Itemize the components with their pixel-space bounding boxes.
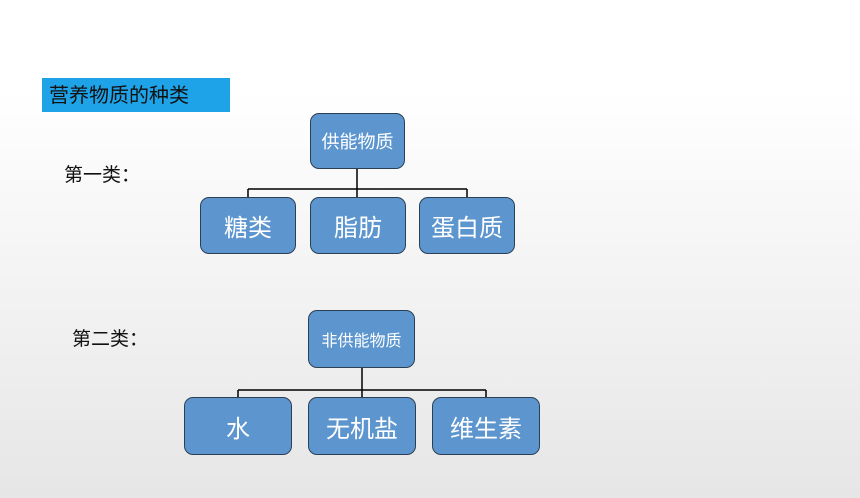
fat-node: 脂肪 [310,197,406,254]
minerals-node: 无机盐 [308,397,416,455]
energy-nutrients-node: 供能物质 [310,113,405,169]
water-node: 水 [184,397,292,455]
non-energy-nutrients-node: 非供能物质 [308,310,415,368]
protein-node: 蛋白质 [419,197,515,254]
vitamins-node: 维生素 [432,397,540,455]
carbohydrates-node: 糖类 [200,197,296,254]
group-2-label: 第二类： [72,328,149,350]
group-1-label: 第一类： [64,164,141,186]
page-title: 营养物质的种类 [42,78,230,112]
